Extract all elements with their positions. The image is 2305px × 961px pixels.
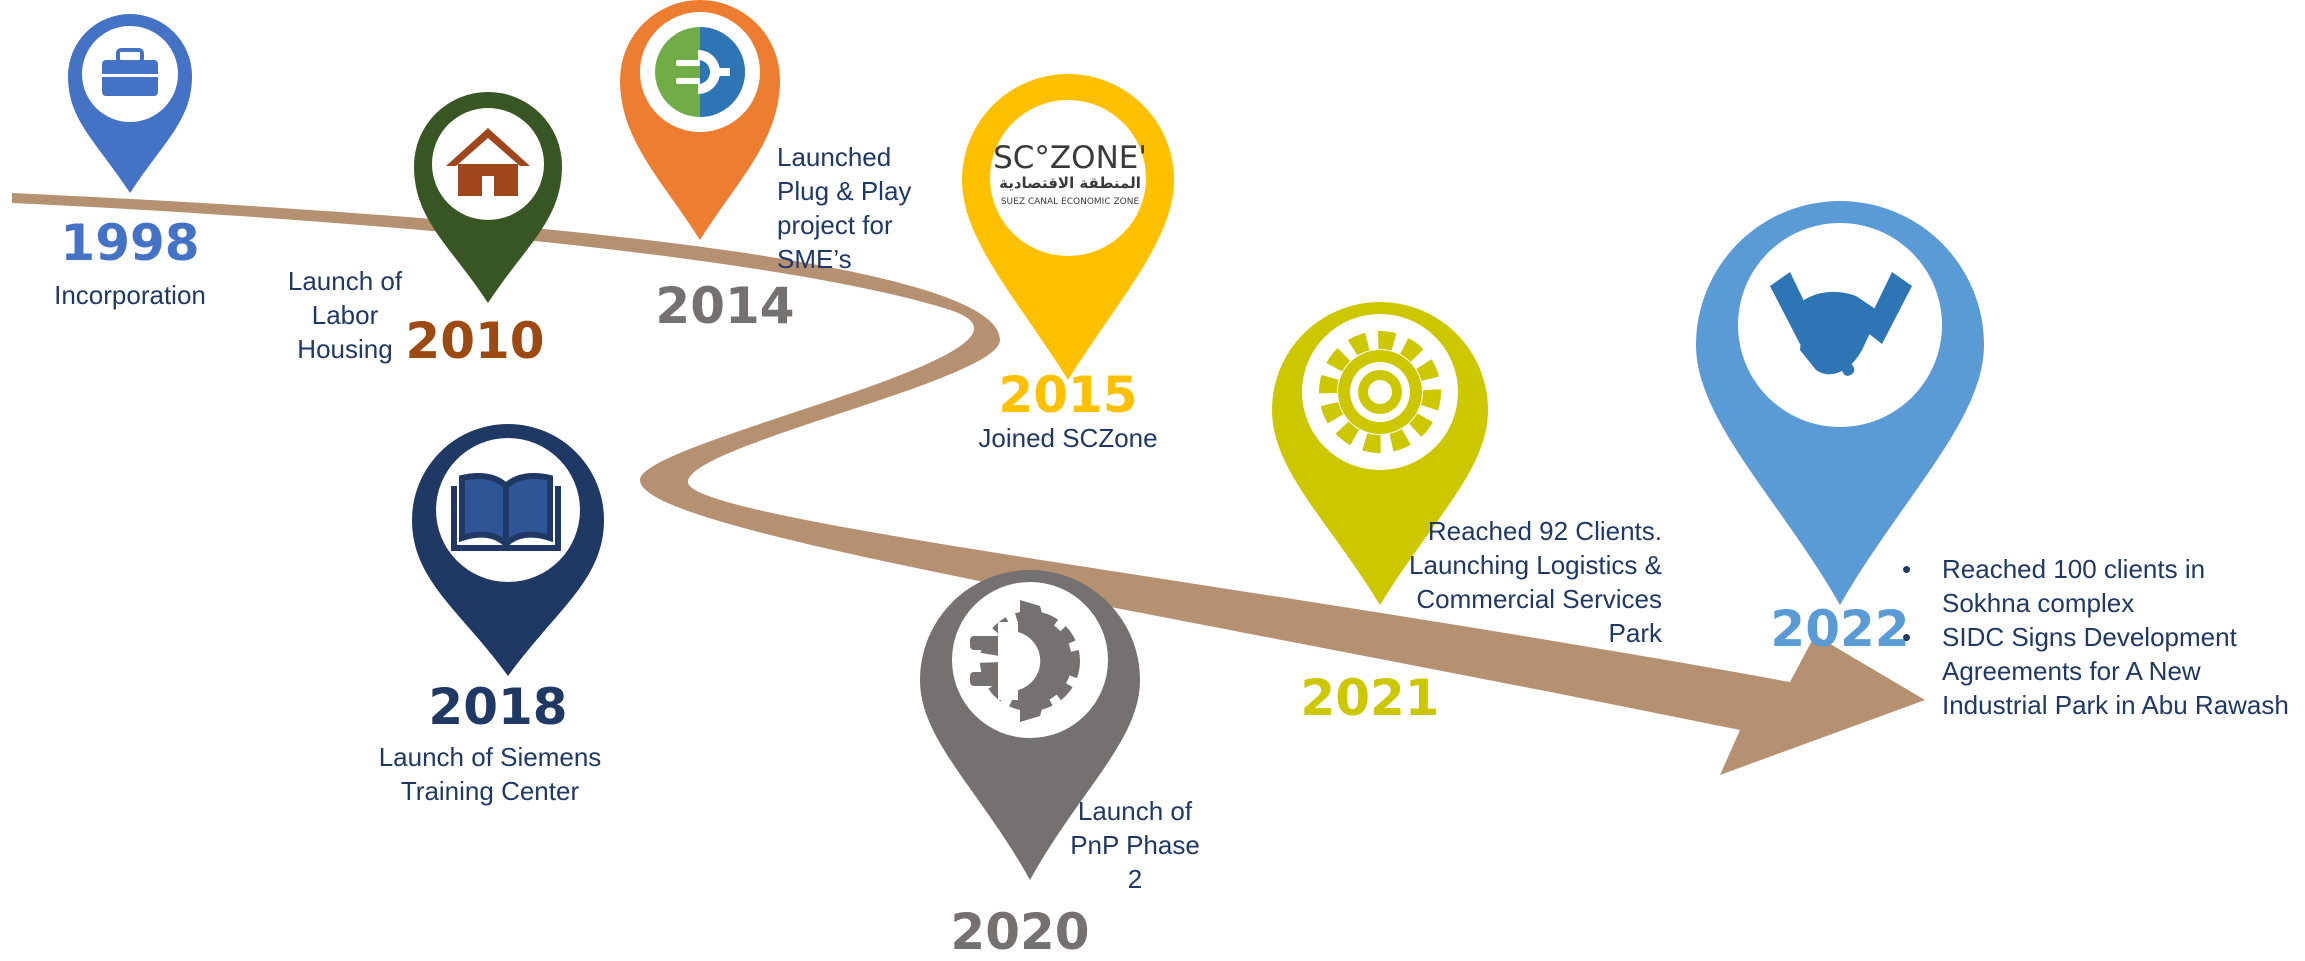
briefcase-icon [102, 48, 158, 96]
sczone-logo: SC°ZONE' المنطقة الاقتصادية SUEZ CANAL E… [993, 140, 1147, 207]
bullet-item: SIDC Signs Development Agreements for A … [1902, 620, 2297, 722]
svg-text:المنطقة الاقتصادية: المنطقة الاقتصادية [999, 174, 1141, 192]
timeline-road [12, 193, 1925, 775]
pin-2022 [1696, 201, 1984, 605]
plug-gear-icon [676, 50, 730, 94]
year-2018: 2018 [428, 678, 568, 736]
bullets-2022: Reached 100 clients in Sokhna complex SI… [1902, 552, 2297, 722]
year-2020: 2020 [950, 903, 1090, 961]
desc-2010: Launch of Labor Housing [287, 266, 403, 364]
house-icon [446, 128, 530, 196]
desc-2018: Launch of Siemens Training Center [378, 742, 602, 806]
year-2015: 2015 [998, 366, 1138, 424]
desc-1998: Incorporation [54, 280, 206, 310]
desc-2015: Joined SCZone [978, 423, 1158, 453]
pin-2020 [920, 570, 1140, 880]
pin-2010 [414, 92, 562, 303]
open-book-icon [451, 473, 561, 552]
pin-2018 [412, 424, 604, 676]
desc-2021: Reached 92 Clients. Launching Logistics … [1409, 516, 1662, 648]
year-2014: 2014 [655, 277, 795, 335]
plug-gear-icon-2020 [970, 600, 1080, 722]
desc-2014: Launched Plug & Play project for SME’s [777, 142, 912, 274]
svg-text:SUEZ CANAL ECONOMIC ZONE: SUEZ CANAL ECONOMIC ZONE [1001, 197, 1140, 207]
pin-2021 [1272, 302, 1488, 605]
gear-icon [1319, 331, 1441, 453]
year-2021: 2021 [1300, 669, 1440, 727]
pin-2015: SC°ZONE' المنطقة الاقتصادية SUEZ CANAL E… [962, 74, 1174, 380]
pin-1998 [68, 14, 192, 193]
svg-text:SC°ZONE': SC°ZONE' [993, 140, 1147, 176]
handshake-icon [1770, 272, 1912, 376]
year-2010: 2010 [405, 312, 545, 370]
desc-2020: Launch of PnP Phase 2 [1070, 796, 1200, 894]
year-2022: 2022 [1770, 600, 1910, 658]
bullet-item: Reached 100 clients in Sokhna complex [1902, 552, 2297, 620]
pin-2014 [620, 0, 780, 240]
year-1998: 1998 [60, 214, 200, 272]
